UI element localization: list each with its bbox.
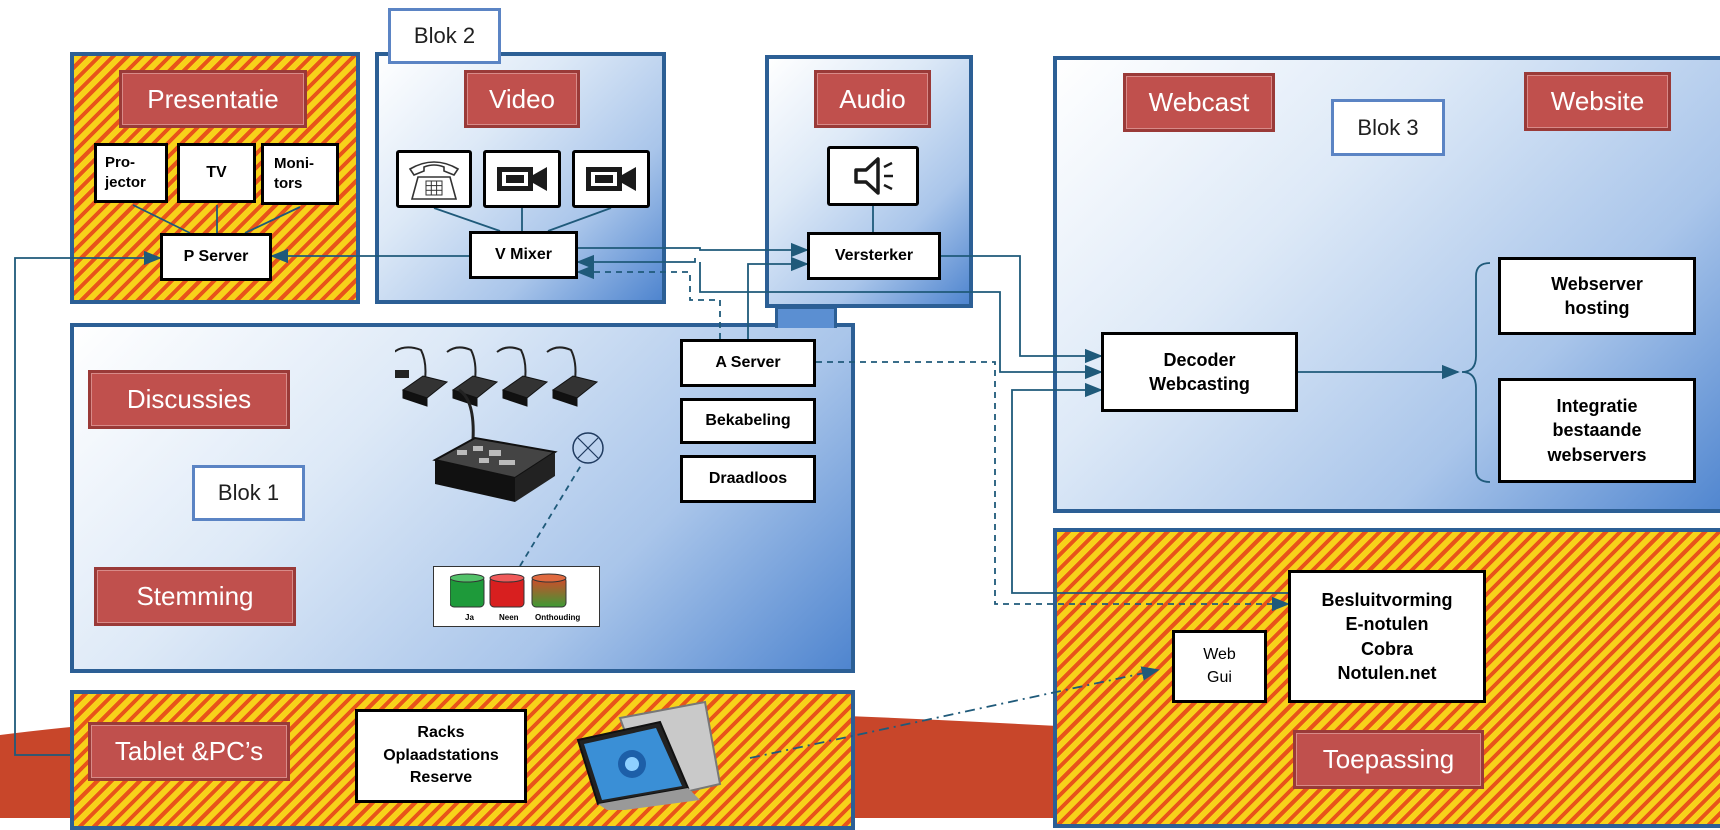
projector-line1: Pro- xyxy=(105,153,135,171)
besluit-line2: E-notulen xyxy=(1345,614,1429,635)
decoder-line2: Webcasting xyxy=(1149,374,1250,394)
vote-neen-label: Neen xyxy=(499,613,519,622)
website-label: Website xyxy=(1524,72,1671,131)
video-label: Video xyxy=(464,70,580,128)
monitors-line1: Moni- xyxy=(274,154,314,172)
webserver-line2: hosting xyxy=(1564,298,1630,318)
audio-label: Audio xyxy=(814,70,931,128)
projector-box: Pro- jector xyxy=(94,143,168,203)
besluitvorming-box: Besluitvorming E-notulen Cobra Notulen.n… xyxy=(1288,570,1486,703)
video-camera-icon xyxy=(483,150,561,208)
decoder-webcasting-box: Decoder Webcasting xyxy=(1101,332,1298,412)
discussies-label: Discussies xyxy=(88,370,290,429)
speaker-icon xyxy=(827,146,919,206)
voting-unit-icon: Ja Neen Onthouding xyxy=(433,566,600,627)
besluit-line3: Cobra xyxy=(1360,638,1413,659)
microphone-conference-icon xyxy=(395,346,599,502)
integratie-box: Integratie bestaande webservers xyxy=(1498,378,1696,483)
bekabeling-box: Bekabeling xyxy=(680,398,816,444)
presentatie-label: Presentatie xyxy=(119,70,307,128)
webserver-hosting-box: Webserver hosting xyxy=(1498,257,1696,335)
vote-onthouding-label: Onthouding xyxy=(535,613,581,622)
toepassing-label: Toepassing xyxy=(1293,730,1484,789)
v-mixer-box: V Mixer xyxy=(469,231,578,279)
integratie-line2: bestaande xyxy=(1552,420,1642,441)
versterker-box: Versterker xyxy=(807,232,941,280)
blok-2-label: Blok 2 xyxy=(388,8,501,64)
tv-box: TV xyxy=(177,143,256,203)
webserver-line1: Webserver xyxy=(1551,273,1643,294)
projector-line2: jector xyxy=(105,174,146,191)
webcast-label: Webcast xyxy=(1123,73,1275,132)
stemming-label: Stemming xyxy=(94,567,296,626)
connector-tab xyxy=(775,306,837,328)
telephone-icon xyxy=(396,150,472,208)
web-gui-box: Web Gui xyxy=(1172,630,1267,703)
webgui-line2: Gui xyxy=(1207,668,1232,686)
integratie-line1: Integratie xyxy=(1556,396,1638,417)
wireless-receiver-icon xyxy=(572,432,604,464)
monitors-line2: tors xyxy=(274,175,303,192)
racks-line1: Racks xyxy=(417,724,465,742)
webgui-line1: Web xyxy=(1203,646,1236,664)
besluit-line1: Besluitvorming xyxy=(1321,589,1453,610)
draadloos-box: Draadloos xyxy=(680,455,816,503)
p-server-box: P Server xyxy=(160,233,272,281)
video-camera-icon-2 xyxy=(572,150,650,208)
a-server-box: A Server xyxy=(680,339,816,387)
racks-box: Racks Oplaadstations Reserve xyxy=(355,709,527,803)
integratie-line3: webservers xyxy=(1547,444,1647,465)
decoder-line1: Decoder xyxy=(1163,349,1236,370)
monitors-box: Moni- tors xyxy=(261,143,339,205)
blok-3-label: Blok 3 xyxy=(1331,99,1445,156)
besluit-line4: Notulen.net xyxy=(1337,662,1437,683)
racks-line3: Reserve xyxy=(409,769,473,787)
blok-1-label: Blok 1 xyxy=(192,465,305,521)
racks-line2: Oplaadstations xyxy=(383,746,499,764)
tablet-icon xyxy=(576,700,722,810)
vote-ja-label: Ja xyxy=(465,613,474,622)
tablet-label: Tablet &PC’s xyxy=(88,722,290,781)
